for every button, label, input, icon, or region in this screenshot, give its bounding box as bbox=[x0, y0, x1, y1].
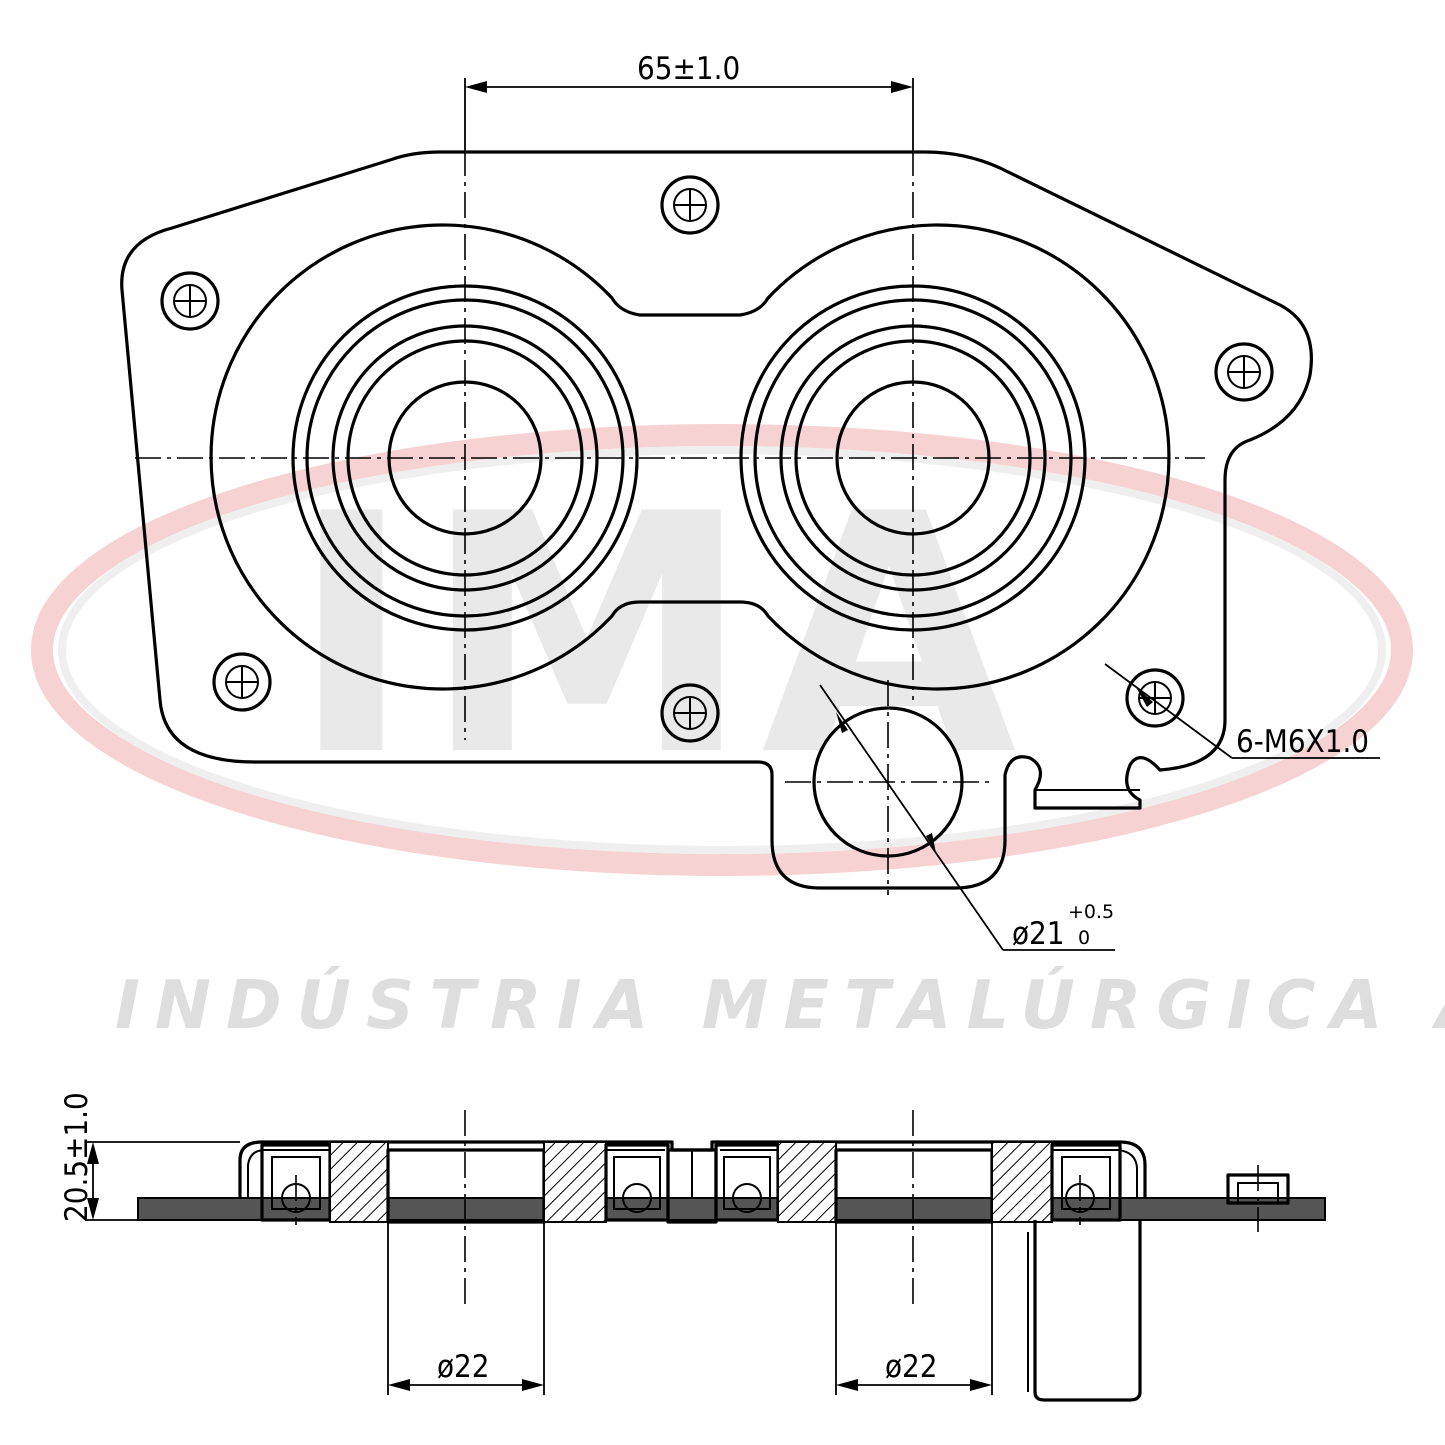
watermark-company-name: INDÚSTRIA METALÚRGICA ALLI bbox=[115, 965, 1445, 1044]
side-left-sleeve bbox=[329, 1141, 389, 1223]
dim-hole-diameter: ø21 +0.5 0 bbox=[819, 684, 1115, 952]
dim-bore-left: ø22 bbox=[387, 1222, 545, 1395]
watermark: IMA INDÚSTRIA METALÚRGICA ALLI bbox=[31, 424, 1445, 1044]
boss-outline bbox=[209, 223, 1171, 691]
mounting-hole bbox=[1214, 342, 1274, 402]
mounting-hole bbox=[212, 652, 272, 712]
side-hanging-tab bbox=[1033, 1220, 1142, 1402]
side-right-inner-bearing bbox=[714, 1143, 780, 1222]
dim-hole-tol-lower: 0 bbox=[1078, 927, 1090, 949]
mounting-hole bbox=[660, 175, 720, 235]
dim-center-distance-label: 65±1.0 bbox=[637, 51, 740, 87]
mounting-holes bbox=[160, 175, 1274, 743]
dim-bore-right: ø22 bbox=[835, 1222, 993, 1395]
side-view: 20.5±1.0 ø22 ø22 bbox=[59, 1092, 1326, 1402]
mounting-hole bbox=[660, 683, 720, 743]
watermark-ring bbox=[31, 424, 1413, 876]
dim-center-distance: 65±1.0 bbox=[464, 51, 914, 150]
dim-height-label: 20.5±1.0 bbox=[59, 1092, 95, 1222]
plate-outline bbox=[120, 150, 1313, 890]
mounting-hole bbox=[1125, 668, 1185, 728]
centerlines bbox=[135, 150, 1205, 895]
watermark-ring-inner bbox=[58, 446, 1386, 854]
dim-hole-tol-upper: +0.5 bbox=[1068, 901, 1114, 923]
side-right-sleeve bbox=[777, 1141, 837, 1223]
mounting-hole bbox=[160, 271, 220, 331]
watermark-logo: IMA bbox=[290, 444, 1027, 828]
dim-bore-right-label: ø22 bbox=[885, 1349, 938, 1385]
side-left-sleeve-2 bbox=[543, 1141, 607, 1223]
top-view: 65±1.0 6-M6X1.0 ø21 +0.5 0 bbox=[120, 51, 1380, 952]
side-right-outer-bearing bbox=[1050, 1143, 1122, 1225]
dim-thread-spec-label: 6-M6X1.0 bbox=[1236, 724, 1369, 760]
side-left-inner-bearing bbox=[604, 1143, 670, 1222]
dim-height: 20.5±1.0 bbox=[59, 1092, 240, 1222]
dim-hole-diameter-label: ø21 bbox=[1012, 916, 1065, 952]
side-right-sleeve-2 bbox=[991, 1141, 1053, 1223]
dim-bore-left-label: ø22 bbox=[437, 1349, 490, 1385]
dim-thread-spec: 6-M6X1.0 bbox=[1104, 663, 1380, 760]
